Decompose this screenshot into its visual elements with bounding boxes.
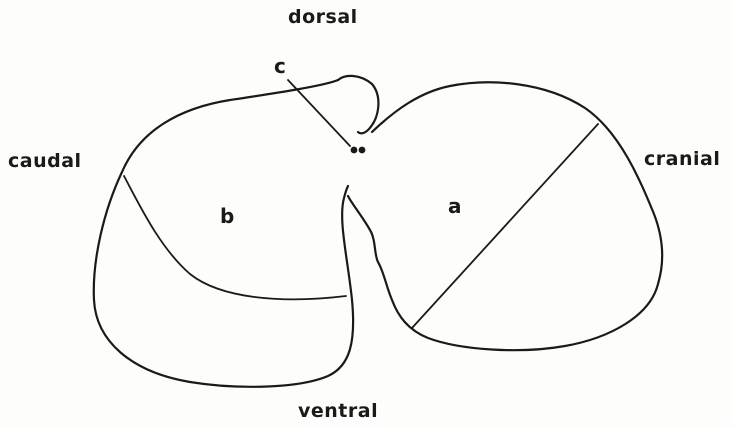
dorsal-bump-outline xyxy=(338,76,378,133)
label-pointer-c: c xyxy=(274,56,286,76)
pointer-dot-left xyxy=(351,147,358,154)
label-region-a: a xyxy=(448,196,462,216)
right-lobe-outline xyxy=(348,82,662,350)
pointer-c-line xyxy=(288,80,350,146)
label-dorsal: dorsal xyxy=(288,8,358,27)
left-lobe-outline xyxy=(94,80,353,387)
label-region-b: b xyxy=(220,206,234,226)
label-ventral: ventral xyxy=(298,402,378,421)
label-caudal: caudal xyxy=(8,152,82,171)
left-lobe-divider xyxy=(124,176,346,299)
pointer-dot-right xyxy=(359,147,366,154)
right-lobe-divider xyxy=(412,124,598,328)
label-cranial: cranial xyxy=(644,150,720,169)
